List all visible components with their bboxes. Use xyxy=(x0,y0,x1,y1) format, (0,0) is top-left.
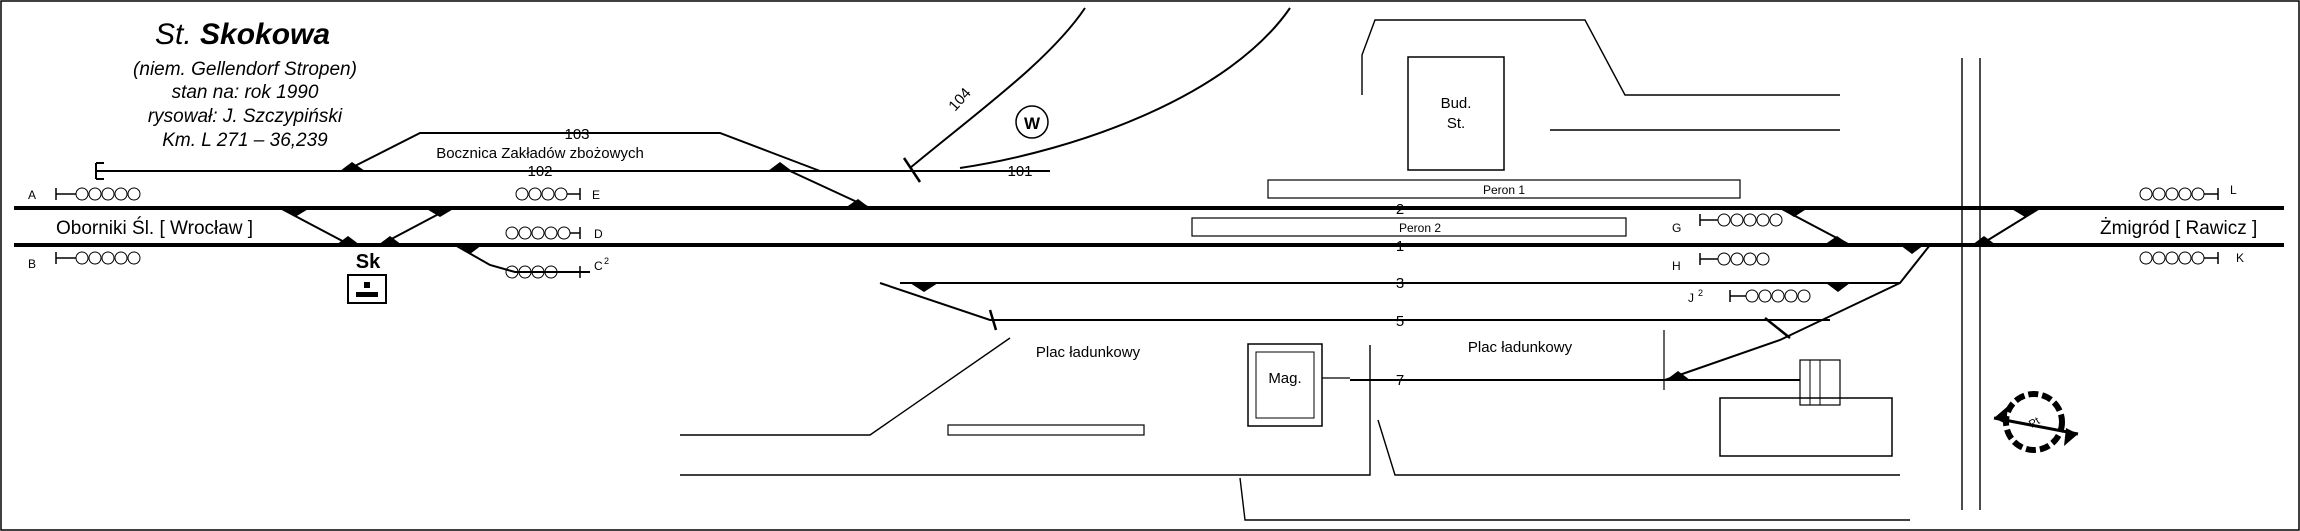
switch-marker-1 xyxy=(340,162,365,171)
switch-marker-14 xyxy=(1972,236,1996,245)
title-line-german: (niem. Gellendorf Stropen) xyxy=(133,59,357,80)
switch-marker-11 xyxy=(1824,236,1850,245)
signal-g: G xyxy=(1672,213,1783,235)
signal-box-dot xyxy=(364,282,370,288)
track-5 xyxy=(879,282,1830,321)
track-label-101: 101 xyxy=(1007,163,1032,180)
signal-d: D xyxy=(505,226,603,241)
switch-marker-4 xyxy=(280,208,310,217)
station-building-label-1: Bud. xyxy=(1441,95,1472,112)
track-103 xyxy=(344,132,821,172)
switch-marker-13 xyxy=(2010,208,2040,217)
signal-d-letter: D xyxy=(594,227,603,241)
switch-marker-6 xyxy=(336,236,360,245)
track-label-2: 2 xyxy=(1396,201,1404,218)
water-tower-label: W xyxy=(1024,114,1041,133)
crossover-right-b xyxy=(1979,207,2041,246)
signal-c-letter: C xyxy=(594,259,603,273)
title-line-date: stan na: rok 1990 xyxy=(172,82,319,103)
signal-b-letter: B xyxy=(28,257,36,271)
track-label-3: 3 xyxy=(1396,275,1404,292)
water-tower-icon xyxy=(1015,105,1049,139)
track-label-7: 7 xyxy=(1396,372,1404,389)
loading-area-boundary xyxy=(680,345,1371,476)
title-block: St. Skokowa (niem. Gellendorf Stropen) s… xyxy=(133,18,357,151)
platform-2 xyxy=(1191,217,1627,237)
platform-1 xyxy=(1267,179,1741,199)
switch-marker-9 xyxy=(910,283,938,292)
signal-box-frame xyxy=(347,274,387,304)
track-label-1: 1 xyxy=(1396,238,1404,255)
signal-k-letter: K xyxy=(2236,251,2244,265)
track-label-103: 103 xyxy=(564,126,589,143)
signal-c: C 2 xyxy=(505,256,609,279)
signal-a-letter: A xyxy=(28,188,36,202)
switch-marker-7 xyxy=(378,236,402,245)
title-line-author: rysował: J. Szczypiński xyxy=(148,106,343,127)
loading-ramp xyxy=(947,424,1145,436)
station-name: Skokowa xyxy=(200,18,330,51)
switch-marker-8 xyxy=(458,245,482,254)
derail-5-icon xyxy=(988,309,998,331)
track-label-102: 102 xyxy=(527,163,552,180)
signal-l-letter: L xyxy=(2230,183,2237,197)
turntable-label: Pt xyxy=(2027,415,2042,431)
warehouse xyxy=(1247,343,1323,427)
signal-c-sup: 2 xyxy=(604,256,609,266)
switch-marker-16 xyxy=(1666,371,1690,380)
switch-markers xyxy=(280,162,2040,380)
switch-marker-5 xyxy=(425,208,455,217)
signal-l: L xyxy=(2139,183,2237,201)
loading-area-left: Plac ładunkowy xyxy=(1036,344,1141,361)
bottom-boundary xyxy=(1239,477,1910,521)
track-104 xyxy=(909,7,1086,169)
platform-2-label: Peron 2 xyxy=(1399,221,1441,235)
signal-box-label: Sk xyxy=(356,251,381,273)
station-building xyxy=(1407,56,1505,171)
engine-shed xyxy=(1719,397,1893,457)
signal-box: Sk xyxy=(347,251,387,304)
signal-a: A xyxy=(28,187,141,202)
derail-right-icon xyxy=(1764,317,1791,339)
lower-boundary xyxy=(1377,419,1900,476)
siding-tracks: 102 103 Bocznica Zakładów zbożowych 101 … xyxy=(95,7,1291,209)
switch-marker-2 xyxy=(768,162,792,171)
signal-box-bar xyxy=(356,292,378,297)
switch-marker-10 xyxy=(1780,208,1808,217)
signal-j: J 2 xyxy=(1688,288,1811,305)
signal-h-letter: H xyxy=(1672,259,1681,273)
track-label-5: 5 xyxy=(1396,313,1404,330)
loading-area-right: Plac ładunkowy xyxy=(1468,339,1573,356)
switch-marker-12 xyxy=(1900,245,1924,254)
derail-104-icon xyxy=(902,157,922,183)
switch-marker-3 xyxy=(845,199,870,208)
right-diagonal xyxy=(1664,244,1931,381)
signal-g-letter: G xyxy=(1672,221,1681,235)
direction-left: Oborniki Śl. [ Wrocław ] xyxy=(56,217,253,239)
siding-label: Bocznica Zakładów zbożowych xyxy=(436,145,644,162)
title-line-km: Km. L 271 – 36,239 xyxy=(162,130,328,151)
warehouse-inner xyxy=(1255,351,1315,419)
signal-k: K xyxy=(2139,251,2244,265)
signal-e-letter: E xyxy=(592,188,600,202)
track-c xyxy=(454,244,590,273)
loading-area-outline xyxy=(680,337,1011,436)
direction-right: Żmigród [ Rawicz ] xyxy=(2100,218,2257,239)
platform-1-label: Peron 1 xyxy=(1483,183,1525,197)
signal-e: E xyxy=(515,187,600,202)
signal-j-letter: J xyxy=(1688,291,1694,305)
track-101-curve xyxy=(959,7,1291,169)
station-area-outline xyxy=(1361,19,1840,96)
signals: A B E D C 2 xyxy=(28,183,2244,305)
turntable: Pt xyxy=(1993,391,2079,453)
signal-b: B xyxy=(28,251,141,271)
signal-j-sup: 2 xyxy=(1698,288,1703,298)
title-prefix: St. xyxy=(155,18,192,51)
station-building-label-2: St. xyxy=(1447,115,1465,132)
warehouse-label: Mag. xyxy=(1268,370,1301,387)
switch-marker-15 xyxy=(1826,283,1850,292)
signal-h: H xyxy=(1672,252,1770,273)
